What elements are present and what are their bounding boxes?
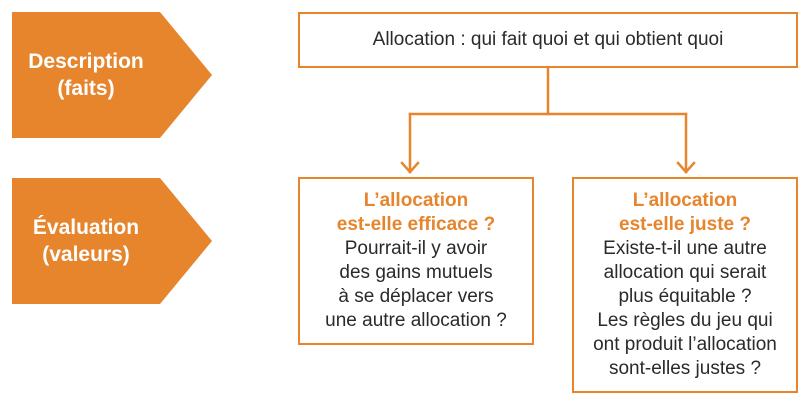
arrowhead-right-icon bbox=[676, 161, 696, 174]
description-label-line-1: Description bbox=[28, 50, 144, 73]
fairness-title-line-1: L’allocation bbox=[632, 190, 738, 211]
evaluation-label-line-1: Évaluation bbox=[32, 216, 140, 239]
fairness-body-line-1: Existe-t-il une autre bbox=[603, 238, 767, 259]
evaluation-label: Évaluation (valeurs) bbox=[12, 178, 160, 304]
efficiency-box: L’allocation est-elle efficace ? Pourrai… bbox=[298, 177, 534, 345]
efficiency-body-line-2: des gains mutuels bbox=[339, 262, 493, 283]
efficiency-body-line-4: une autre allocation ? bbox=[325, 310, 507, 331]
description-label: Description (faits) bbox=[12, 12, 160, 138]
efficiency-title-line-1: L’allocation bbox=[363, 190, 469, 211]
fairness-title-line-2: est-elle juste ? bbox=[619, 214, 751, 235]
fairness-body-line-2: allocation qui serait bbox=[603, 262, 767, 283]
fairness-body-line-6: sont-elles justes ? bbox=[608, 358, 762, 379]
evaluation-label-line-2: (valeurs) bbox=[42, 243, 130, 266]
fairness-box: L’allocation est-elle juste ? Existe-t-i… bbox=[572, 177, 798, 393]
fairness-body-line-4: Les règles du jeu qui bbox=[597, 310, 773, 331]
allocation-box: Allocation : qui fait quoi et qui obtien… bbox=[298, 12, 798, 68]
allocation-text: Allocation : qui fait quoi et qui obtien… bbox=[372, 29, 724, 50]
efficiency-body-line-3: à se déplacer vers bbox=[338, 286, 494, 307]
fairness-body-line-5: ont produit l’allocation bbox=[593, 334, 777, 355]
efficiency-body-line-1: Pourrait-il y avoir bbox=[344, 238, 488, 259]
fairness-body-line-3: plus équitable ? bbox=[618, 286, 752, 307]
description-label-line-2: (faits) bbox=[57, 77, 115, 100]
efficiency-title-line-2: est-elle efficace ? bbox=[336, 214, 496, 235]
arrowhead-left-icon bbox=[400, 161, 420, 174]
